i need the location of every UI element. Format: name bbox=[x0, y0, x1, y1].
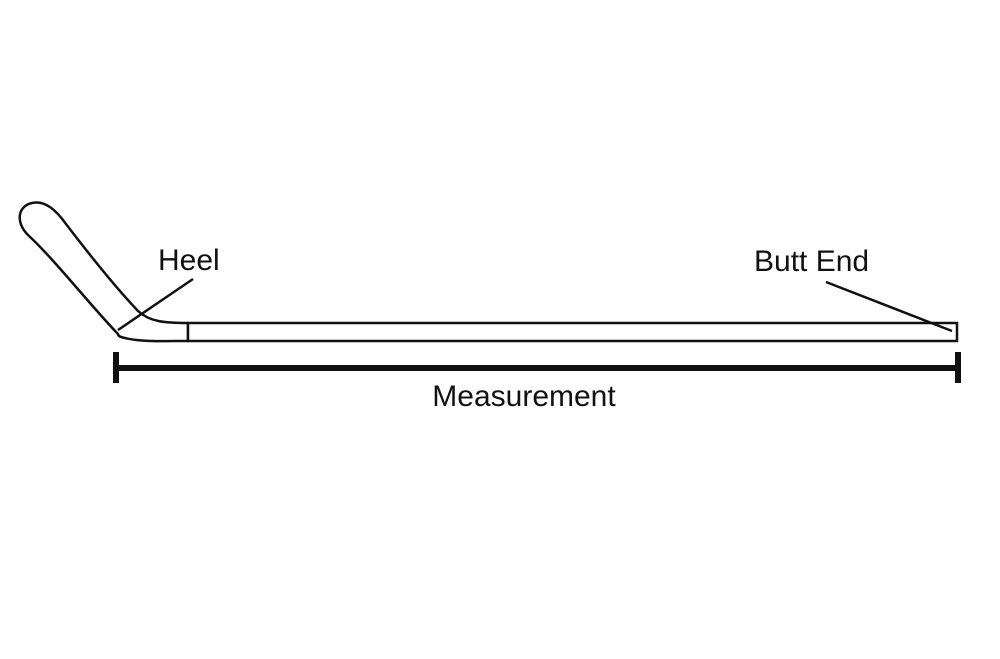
stick-shaft bbox=[186, 321, 959, 343]
stick-blade bbox=[18, 201, 190, 343]
heel-label: Heel bbox=[158, 244, 220, 277]
heel-pointer-line bbox=[117, 277, 194, 332]
butt-end-pointer-line bbox=[825, 280, 953, 333]
measurement-label: Measurement bbox=[432, 380, 616, 413]
butt-end-label: Butt End bbox=[754, 245, 869, 278]
